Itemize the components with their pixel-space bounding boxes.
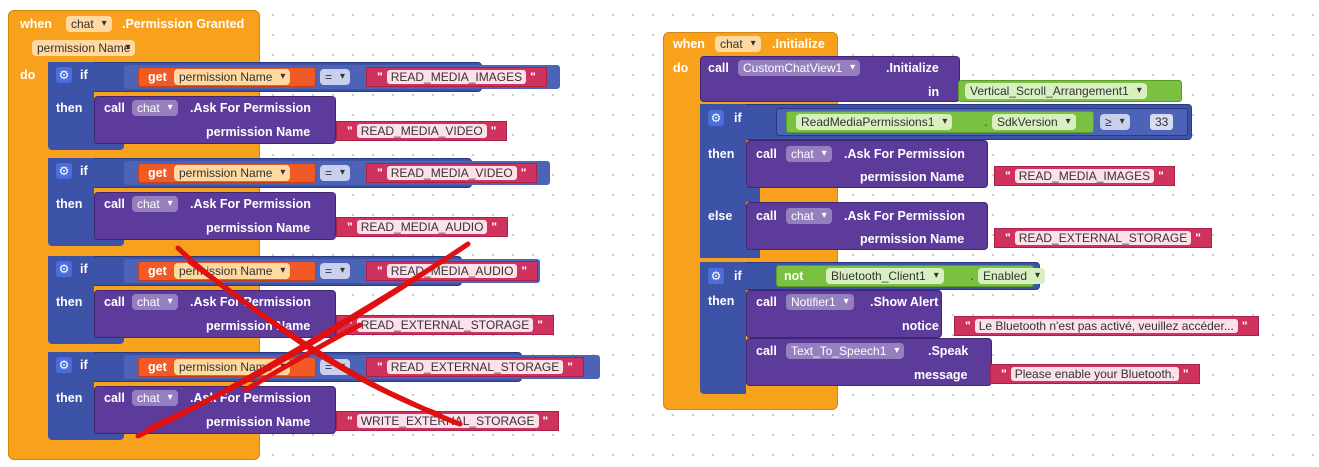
bluetooth-component-dropdown[interactable]: Bluetooth_Client1: [826, 268, 944, 284]
component-dropdown[interactable]: chat: [66, 16, 112, 32]
variable-dropdown[interactable]: permission Name: [174, 165, 291, 181]
perm-arg-label: permission Name: [206, 221, 311, 235]
call-label: call: [756, 295, 777, 309]
tts-dropdown[interactable]: Text_To_Speech1: [786, 343, 905, 359]
chat-dropdown[interactable]: chat: [132, 390, 178, 406]
if-label: if: [80, 262, 88, 276]
message-label: message: [914, 368, 968, 382]
get-label: get: [148, 166, 167, 180]
get-label: get: [148, 264, 167, 278]
chat-dropdown[interactable]: chat: [132, 196, 178, 212]
call-label: call: [104, 295, 125, 309]
then-label: then: [56, 101, 83, 115]
not-label: not: [784, 269, 804, 283]
variable-dropdown[interactable]: permission Name: [174, 69, 291, 85]
component-dropdown-right[interactable]: chat: [715, 36, 761, 52]
mutator-gear-icon[interactable]: ⚙: [56, 261, 72, 277]
perm-arg-label: permission Name: [860, 170, 965, 184]
call-label: call: [756, 209, 777, 223]
ask-method: .Ask For Permission: [190, 101, 311, 115]
do-stem: [44, 64, 54, 444]
chat-dropdown[interactable]: chat: [786, 208, 832, 224]
show-alert-method: .Show Alert: [870, 295, 939, 309]
text-ask-permission[interactable]: "READ_MEDIA_AUDIO": [336, 217, 509, 237]
get-label: get: [148, 70, 167, 84]
text-read-external-storage[interactable]: "READ_EXTERNAL_STORAGE": [994, 228, 1212, 248]
event-name-right: .Initialize: [772, 37, 825, 51]
when-label-right: when: [673, 37, 705, 51]
call-label: call: [708, 61, 729, 75]
then-label: then: [56, 295, 83, 309]
chat-dropdown[interactable]: chat: [132, 294, 178, 310]
in-label: in: [928, 85, 940, 99]
if-label-right-2: if: [734, 269, 742, 283]
compare-operator-dropdown[interactable]: ≥: [1100, 114, 1130, 130]
if-label: if: [80, 68, 88, 82]
get-label: get: [148, 360, 167, 374]
text-ask-permission[interactable]: "READ_EXTERNAL_STORAGE": [336, 315, 554, 335]
when-label: when: [20, 17, 52, 31]
do-label-right: do: [673, 61, 689, 75]
mutator-gear-icon[interactable]: ⚙: [708, 110, 724, 126]
if-label: if: [80, 164, 88, 178]
call-label: call: [104, 391, 125, 405]
initialize-method: .Initialize: [886, 61, 939, 75]
param-permission-name[interactable]: permission Name: [32, 40, 136, 56]
then-label-right-2: then: [708, 294, 735, 308]
sdk-property-dropdown[interactable]: SdkVersion: [992, 114, 1076, 130]
perm-arg-label: permission Name: [206, 415, 311, 429]
ask-method: .Ask For Permission: [190, 197, 311, 211]
text-condition[interactable]: "READ_MEDIA_VIDEO": [366, 163, 538, 183]
chatview-dropdown[interactable]: CustomChatView1: [738, 60, 861, 76]
bluetooth-property-dropdown[interactable]: Enabled: [978, 268, 1046, 284]
text-condition[interactable]: "READ_EXTERNAL_STORAGE": [366, 357, 584, 377]
if-label: if: [80, 358, 88, 372]
text-speak-message[interactable]: "Please enable your Bluetooth.": [990, 364, 1200, 384]
text-condition[interactable]: "READ_MEDIA_IMAGES": [366, 67, 547, 87]
equals-dropdown[interactable]: =: [320, 263, 351, 279]
event-name: .Permission Granted: [122, 17, 245, 31]
ask-method: .Ask For Permission: [190, 295, 311, 309]
ask-method: .Ask For Permission: [844, 147, 965, 161]
equals-dropdown[interactable]: =: [320, 69, 351, 85]
perm-arg-label: permission Name: [206, 125, 311, 139]
text-read-media-images[interactable]: "READ_MEDIA_IMAGES": [994, 166, 1175, 186]
chat-dropdown[interactable]: chat: [132, 100, 178, 116]
text-ask-permission[interactable]: "READ_MEDIA_VIDEO": [336, 121, 508, 141]
if-label-right: if: [734, 111, 742, 125]
sdk-component-dropdown[interactable]: ReadMediaPermissions1: [796, 114, 953, 130]
text-condition[interactable]: "READ_MEDIA_AUDIO": [366, 261, 539, 281]
sdk-number[interactable]: 33: [1150, 114, 1174, 130]
then-label-right: then: [708, 147, 735, 161]
dot-label: .: [984, 115, 988, 129]
mutator-gear-icon[interactable]: ⚙: [56, 357, 72, 373]
do-label: do: [20, 68, 36, 82]
then-label: then: [56, 197, 83, 211]
mutator-gear-icon[interactable]: ⚙: [56, 163, 72, 179]
notice-label: notice: [902, 319, 939, 333]
perm-arg-label: permission Name: [860, 232, 965, 246]
chat-dropdown[interactable]: chat: [786, 146, 832, 162]
mutator-gear-icon[interactable]: ⚙: [56, 67, 72, 83]
mutator-gear-icon[interactable]: ⚙: [708, 268, 724, 284]
arrangement-dropdown[interactable]: Vertical_Scroll_Arrangement1: [965, 83, 1147, 99]
ask-method: .Ask For Permission: [844, 209, 965, 223]
call-label: call: [756, 344, 777, 358]
equals-dropdown[interactable]: =: [320, 165, 351, 181]
else-label: else: [708, 209, 733, 223]
notifier-dropdown[interactable]: Notifier1: [786, 294, 854, 310]
text-alert-message[interactable]: "Le Bluetooth n'est pas activé, veuillez…: [954, 316, 1259, 336]
call-label: call: [104, 197, 125, 211]
call-label: call: [756, 147, 777, 161]
then-label: then: [56, 391, 83, 405]
speak-method: .Speak: [928, 344, 969, 358]
call-label: call: [104, 101, 125, 115]
